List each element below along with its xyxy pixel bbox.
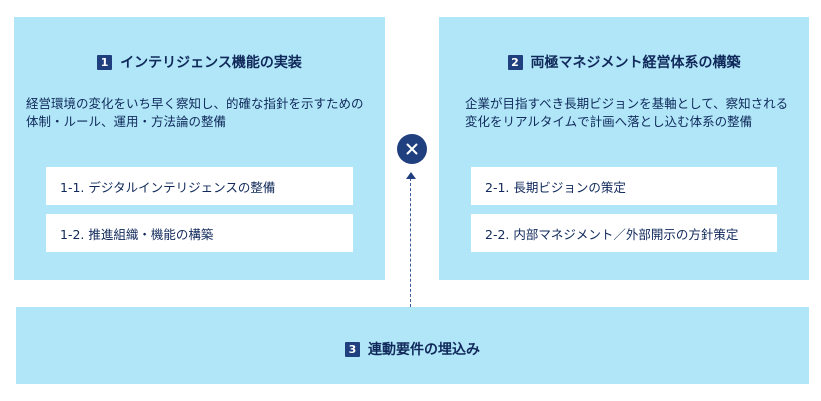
panel-1-number-badge: 1 bbox=[97, 54, 113, 70]
panel-1-item-2: 1-2. 推進組織・機能の構築 bbox=[46, 214, 353, 252]
panel-3-number-badge: 3 bbox=[345, 341, 360, 357]
panel-1-title: インテリジェンス機能の実装 bbox=[120, 55, 302, 71]
panel-2-number-badge: 2 bbox=[507, 54, 523, 70]
arrow-up-icon bbox=[406, 172, 416, 179]
cross-icon bbox=[397, 134, 427, 164]
panel-linkage: 3 連動要件の埋込み bbox=[16, 307, 809, 384]
panel-1-item-1: 1-1. デジタルインテリジェンスの整備 bbox=[46, 167, 353, 205]
panel-2-description: 企業が目指すべき長期ビジョンを基軸として、察知される変化をリアルタイムで計画へ落… bbox=[465, 96, 789, 129]
cross-glyph bbox=[406, 143, 418, 155]
panel-1-description: 経営環境の変化をいち早く察知し、的確な指針を示すための体制・ルール、運用・方法論… bbox=[26, 96, 364, 129]
panel-3-title: 連動要件の埋込み bbox=[368, 342, 480, 358]
panel-management: 2 両極マネジメント経営体系の構築 企業が目指すべき長期ビジョンを基軸として、察… bbox=[439, 17, 809, 280]
panel-3-heading: 3 連動要件の埋込み bbox=[16, 339, 809, 359]
panel-1-heading: 1 インテリジェンス機能の実装 bbox=[14, 52, 385, 72]
dashed-connector-line bbox=[410, 178, 411, 307]
panel-2-item-1: 2-1. 長期ビジョンの策定 bbox=[471, 167, 777, 205]
panel-2-title: 両極マネジメント経営体系の構築 bbox=[530, 55, 741, 71]
panel-intelligence: 1 インテリジェンス機能の実装 経営環境の変化をいち早く察知し、的確な指針を示す… bbox=[14, 17, 385, 280]
panel-2-heading: 2 両極マネジメント経営体系の構築 bbox=[439, 52, 809, 72]
panel-2-item-2: 2-2. 内部マネジメント／外部開示の方針策定 bbox=[471, 214, 777, 252]
